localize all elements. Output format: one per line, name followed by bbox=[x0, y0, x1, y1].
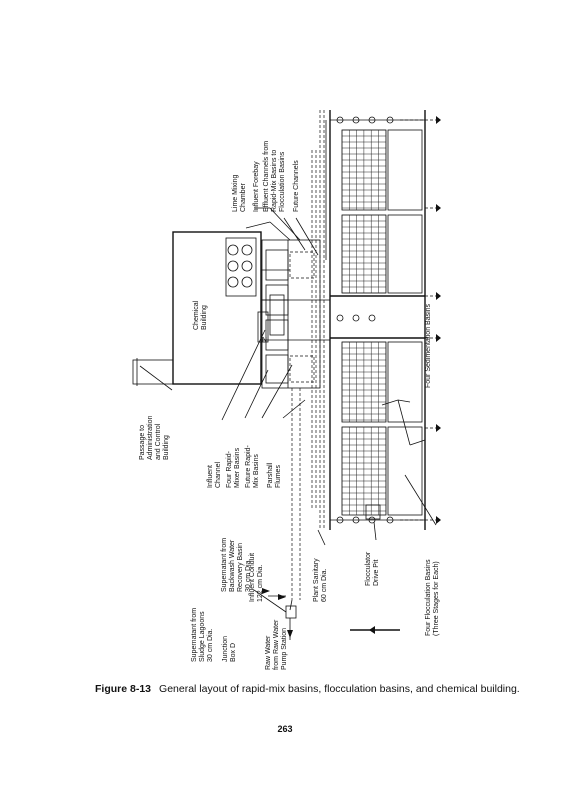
label-supernatant-backwash: Supernatant from Backwash Water Recovery… bbox=[221, 538, 252, 592]
label-chemical-building: Chemical Building bbox=[193, 300, 208, 330]
label-future-rapid-mix: Future Rapid- Mix Basins bbox=[245, 445, 260, 488]
passage-to-admin bbox=[132, 358, 174, 391]
label-raw-water: Raw Water from Raw Water Pump Station bbox=[265, 619, 288, 670]
label-chemical-line-2: Building bbox=[201, 305, 208, 330]
influent-conduit bbox=[289, 110, 327, 611]
label-lime-mixing: Lime Mixing Chamber bbox=[232, 175, 247, 212]
label-conduit-line-2: 122 cm Dia. bbox=[257, 565, 264, 602]
label-lime-line-2: Chamber bbox=[240, 183, 247, 212]
label-sanitary-line-2: 60 cm Dia. bbox=[321, 568, 328, 602]
basin-strip bbox=[329, 110, 441, 530]
label-drive-line-1: Flocculator bbox=[365, 551, 372, 586]
label-influent-ch-line-1: Influent bbox=[207, 465, 214, 488]
label-influent-conduit: Influent Conduit 122 cm Dia. bbox=[249, 553, 264, 602]
label-conduit-line-1: Influent Conduit bbox=[249, 553, 256, 602]
rapid-mix-zone bbox=[257, 239, 330, 389]
label-junction-box: Junction Box D bbox=[222, 636, 237, 662]
label-rapid-mixer-line-1: Four Rapid- bbox=[226, 450, 233, 488]
label-chemical-line-1: Chemical bbox=[193, 300, 200, 330]
label-influent-channel: Influent Channel bbox=[207, 461, 222, 488]
label-plant-sanitary: Plant Sanitary 60 cm Dia. bbox=[313, 558, 328, 602]
label-parshall-line-1: Parshall bbox=[267, 462, 274, 488]
north-marker: N bbox=[262, 337, 267, 344]
label-parshall-line-2: Flumes bbox=[275, 465, 282, 488]
label-influent-forebay: Influent Forebay bbox=[253, 161, 260, 212]
label-flocculator-drive: Flocculator Drive Pit bbox=[365, 551, 380, 586]
north-arrow bbox=[350, 626, 400, 634]
label-future-rapid-line-1: Future Rapid- bbox=[245, 445, 252, 488]
label-effluent-line-3: Flocculation Basins bbox=[279, 151, 286, 212]
chemical-building-outline bbox=[172, 231, 290, 385]
label-effluent-line-1: Effluent Channels from bbox=[263, 141, 270, 212]
label-backwash-line-4: 30 cm Dia. bbox=[245, 558, 252, 592]
label-raw-line-1: Raw Water bbox=[265, 635, 272, 670]
label-four-rapid-mixer: Four Rapid- Mixer Basins bbox=[226, 447, 241, 488]
leader-lines bbox=[221, 207, 437, 546]
label-sedimentation-line-1: Four Sedimentation Basins bbox=[425, 303, 432, 388]
label-passage: Passage to Administration and Control Bu… bbox=[139, 416, 170, 460]
page-number: 263 bbox=[277, 724, 293, 734]
label-passage-line-1: Passage to bbox=[139, 425, 146, 460]
label-forebay-line-1: Influent Forebay bbox=[253, 161, 260, 212]
label-passage-line-3: and Control bbox=[155, 423, 162, 460]
label-sludge-line-1: Supernatant from bbox=[191, 608, 198, 662]
label-sludge-line-3: 30 cm Dia. bbox=[207, 628, 214, 662]
label-future-channels: Future Channels bbox=[293, 160, 300, 212]
label-rapid-mixer-line-2: Mixer Basins bbox=[234, 447, 241, 488]
label-junction-line-1: Junction bbox=[222, 636, 229, 662]
label-effluent-line-2: Rapid-Mix Basins to bbox=[271, 150, 278, 212]
label-passage-line-4: Building bbox=[163, 435, 170, 460]
label-passage-line-2: Administration bbox=[147, 416, 154, 460]
figure-caption-text: General layout of rapid-mix basins, floc… bbox=[159, 683, 520, 695]
label-lime-line-1: Lime Mixing bbox=[232, 175, 239, 212]
junction-box bbox=[253, 588, 297, 640]
label-junction-line-2: Box D bbox=[230, 643, 237, 662]
label-raw-line-3: Pump Station bbox=[281, 628, 288, 670]
label-influent-ch-line-2: Channel bbox=[215, 461, 222, 488]
label-drive-line-2: Drive Pit bbox=[373, 559, 380, 586]
label-four-flocculation: Four Flocculation Basins (Three Stages f… bbox=[425, 559, 440, 636]
figure-caption: Figure 8-13 General layout of rapid-mix b… bbox=[95, 683, 525, 695]
label-flocculation-line-2: (Three Stages for Each) bbox=[433, 561, 440, 636]
label-future-rapid-line-2: Mix Basins bbox=[253, 454, 260, 488]
label-backwash-line-2: Backwash Water bbox=[229, 539, 236, 592]
label-sludge-line-2: Sludge Lagoons bbox=[199, 611, 206, 662]
label-parshall-flumes: Parshall Flumes bbox=[267, 462, 282, 488]
label-future-channels-line-1: Future Channels bbox=[293, 160, 300, 212]
label-raw-line-2: from Raw Water bbox=[273, 619, 280, 670]
label-sanitary-line-1: Plant Sanitary bbox=[313, 558, 320, 602]
label-effluent-channels: Effluent Channels from Rapid-Mix Basins … bbox=[263, 141, 286, 212]
label-flocculation-line-1: Four Flocculation Basins bbox=[425, 559, 432, 636]
label-supernatant-sludge: Supernatant from Sludge Lagoons 30 cm Di… bbox=[191, 608, 214, 662]
label-four-sedimentation: Four Sedimentation Basins bbox=[425, 303, 432, 388]
label-backwash-line-3: Recovery Basin bbox=[237, 543, 244, 592]
figure-number: Figure 8-13 bbox=[95, 683, 152, 695]
label-backwash-line-1: Supernatant from bbox=[221, 538, 228, 592]
